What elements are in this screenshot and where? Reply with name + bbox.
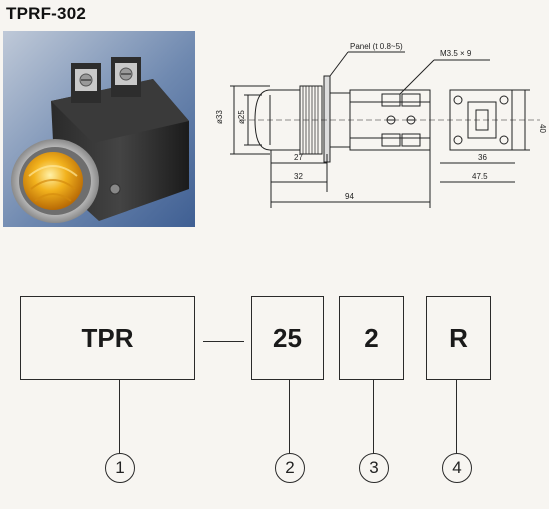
code-box-type: 2 xyxy=(339,296,404,380)
dim-phi33: ø33 xyxy=(215,110,224,124)
screw-label: M3.5 × 9 xyxy=(440,49,472,58)
leader-line-2 xyxy=(289,380,290,454)
marker-3: 3 xyxy=(359,453,389,483)
leader-line-3 xyxy=(373,380,374,454)
dim-32: 32 xyxy=(294,172,303,181)
marker-1: 1 xyxy=(105,453,135,483)
code-box-size: 25 xyxy=(251,296,324,380)
leader-line-4 xyxy=(456,380,457,454)
marker-2: 2 xyxy=(275,453,305,483)
page-title: TPRF-302 xyxy=(6,4,87,23)
dim-36: 36 xyxy=(478,153,487,162)
code-box-color: R xyxy=(426,296,491,380)
code-box-series: TPR xyxy=(20,296,195,380)
dim-27: 27 xyxy=(294,153,303,162)
dim-phi25: ø25 xyxy=(237,110,246,124)
dim-40: 40 xyxy=(538,124,547,133)
panel-label: Panel (t 0.8~5) xyxy=(350,42,403,51)
dimension-drawing: Panel (t 0.8~5) M3.5 × 9 ø33 ø25 27 32 9… xyxy=(215,42,547,208)
leader-line-1 xyxy=(119,380,120,454)
dim-94: 94 xyxy=(345,192,354,201)
code-separator-dash xyxy=(203,341,244,342)
product-photo xyxy=(3,31,195,227)
marker-4: 4 xyxy=(442,453,472,483)
dim-47-5: 47.5 xyxy=(472,172,488,181)
